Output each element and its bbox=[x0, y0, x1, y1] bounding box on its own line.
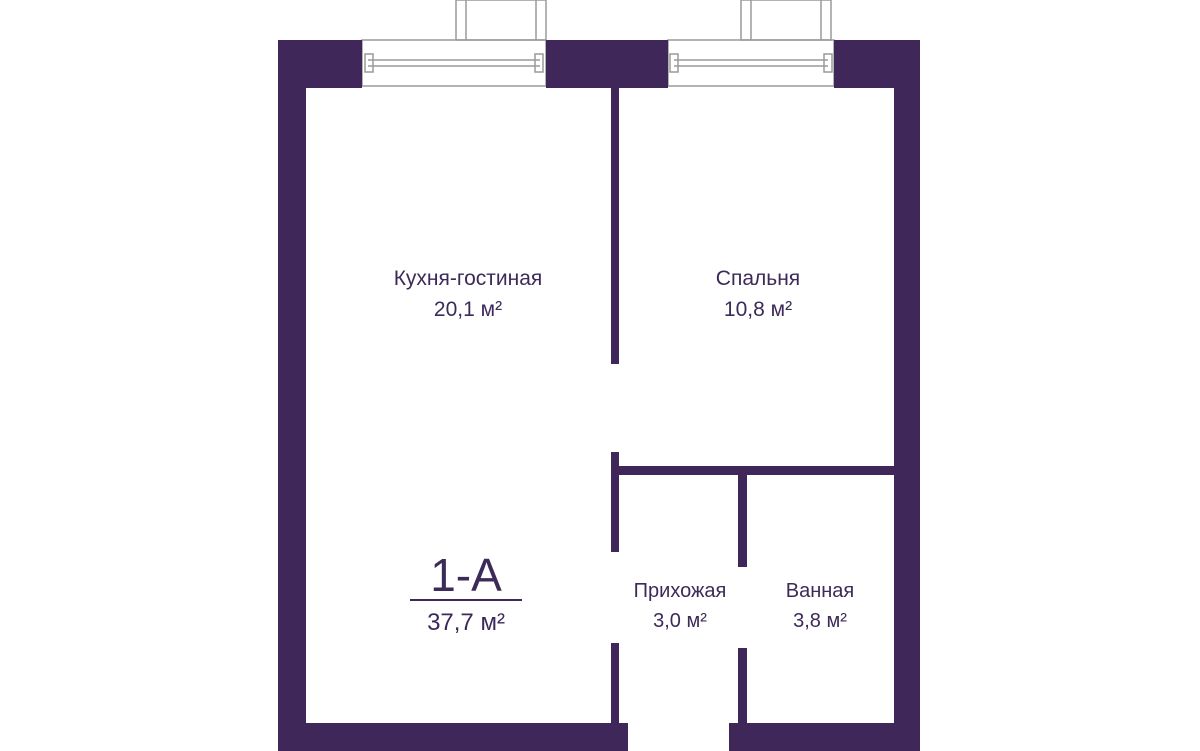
wall-kitchen-bedroom bbox=[611, 88, 619, 364]
apartment-code-underline bbox=[410, 599, 522, 601]
wall-hallway-left-upper bbox=[611, 452, 619, 552]
window-left-balcony bbox=[455, 0, 547, 41]
window-right-sash bbox=[823, 53, 833, 73]
wall-bedroom-bottom bbox=[611, 466, 894, 475]
wall-bottom-left bbox=[278, 723, 628, 751]
wall-hallway-left-lower bbox=[611, 643, 619, 728]
room-area-kitchen-living: 20,1 м² bbox=[434, 298, 502, 321]
wall-bottom-right bbox=[729, 723, 920, 751]
wall-top-middle-pier bbox=[546, 40, 668, 88]
room-area-bathroom: 3,8 м² bbox=[793, 610, 847, 632]
room-name-bedroom: Спальня bbox=[716, 267, 800, 290]
window-right-frame bbox=[667, 39, 835, 87]
window-right-sash bbox=[669, 53, 679, 73]
walls bbox=[278, 40, 920, 751]
room-name-hallway: Прихожая bbox=[634, 580, 727, 602]
wall-right bbox=[894, 40, 920, 751]
apartment-code: 1-А bbox=[430, 549, 502, 601]
window-right-balcony bbox=[740, 0, 832, 41]
wall-left bbox=[278, 40, 306, 751]
window-left bbox=[361, 0, 547, 87]
wall-hallway-bathroom-lower bbox=[738, 648, 747, 728]
wall-hallway-bathroom-upper bbox=[738, 475, 747, 567]
window-left-frame bbox=[361, 39, 547, 87]
window-left-sash bbox=[364, 53, 374, 73]
apartment-total-area: 37,7 м² bbox=[427, 609, 505, 636]
room-area-bedroom: 10,8 м² bbox=[724, 298, 792, 321]
room-name-kitchen-living: Кухня-гостиная bbox=[394, 267, 543, 290]
window-right bbox=[667, 0, 835, 87]
room-name-bathroom: Ванная bbox=[786, 580, 855, 602]
room-area-hallway: 3,0 м² bbox=[653, 610, 707, 632]
window-left-sash bbox=[534, 53, 544, 73]
